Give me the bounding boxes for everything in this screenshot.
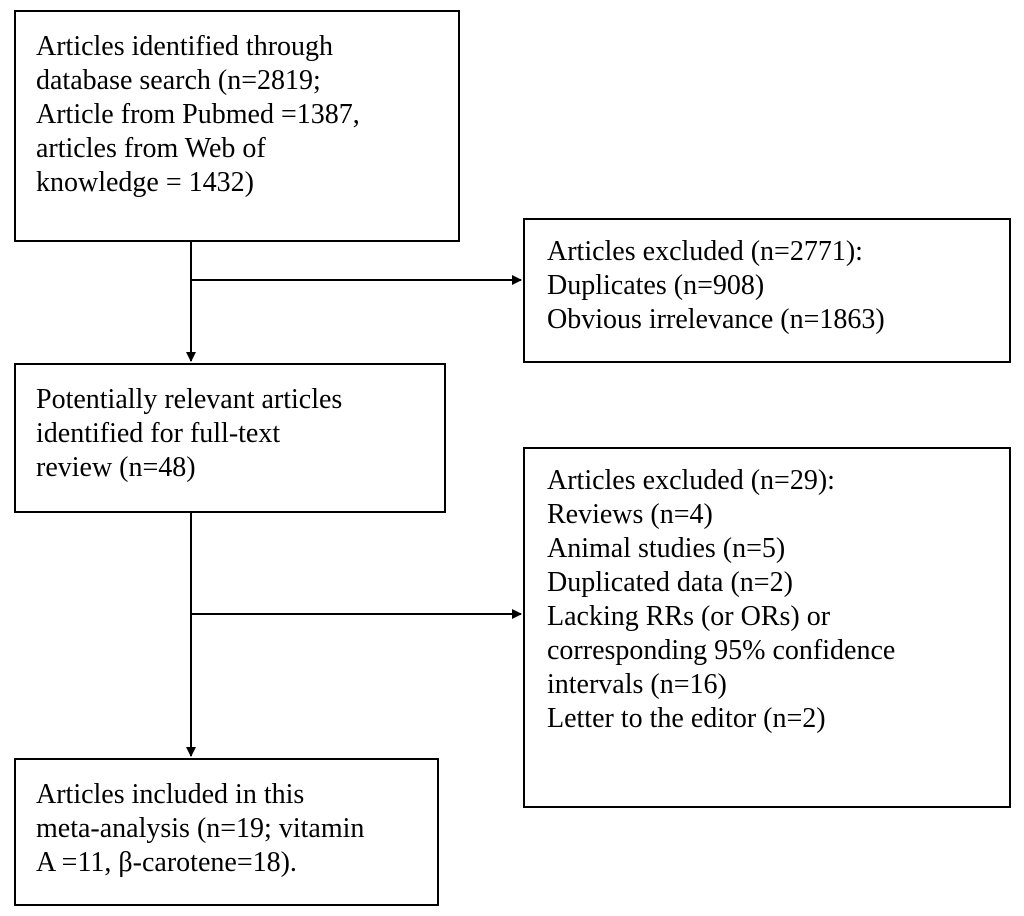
excluded-articles-box-2: Articles excluded (n=29): Reviews (n=4) … — [523, 447, 1011, 808]
box-text-line: Articles excluded (n=29): — [547, 465, 835, 496]
box-text-line: Obvious irrelevance (n=1863) — [547, 304, 885, 335]
identified-articles-box: Articles identified through database sea… — [14, 10, 460, 242]
box-text-line: knowledge = 1432) — [36, 167, 254, 198]
box-text-line: intervals (n=16) — [547, 669, 727, 700]
box-text-line: Animal studies (n=5) — [547, 533, 786, 564]
box-text-line: Article from Pubmed =1387, — [36, 99, 360, 130]
included-articles-box: Articles included in this meta-analysis … — [14, 758, 439, 906]
box-text-line: Duplicated data (n=2) — [547, 567, 793, 598]
box-text-line: meta-analysis (n=19; vitamin — [36, 813, 365, 844]
box-text-line: Lacking RRs (or ORs) or — [547, 601, 831, 632]
excluded-articles-box-1: Articles excluded (n=2771): Duplicates (… — [523, 218, 1011, 363]
full-text-review-box: Potentially relevant articles identified… — [14, 363, 446, 513]
box-text-line: Letter to the editor (n=2) — [547, 703, 826, 734]
box-text-line: Duplicates (n=908) — [547, 270, 765, 301]
box-text-line: Reviews (n=4) — [547, 499, 713, 530]
box-text-line: review (n=48) — [36, 452, 196, 483]
box-text-line: Articles identified through — [36, 31, 334, 62]
box-text-line: Articles excluded (n=2771): — [547, 236, 863, 267]
box-text-line: database search (n=2819; — [36, 65, 321, 96]
box-text-line: Articles included in this — [36, 779, 305, 810]
box-text-line: A =11, β-carotene=18). — [36, 847, 297, 878]
box-text-line: Potentially relevant articles — [36, 384, 343, 415]
box-text-line: articles from Web of — [36, 133, 266, 164]
box-text-line: corresponding 95% confidence — [547, 635, 896, 666]
box-text-line: identified for full-text — [36, 418, 281, 449]
